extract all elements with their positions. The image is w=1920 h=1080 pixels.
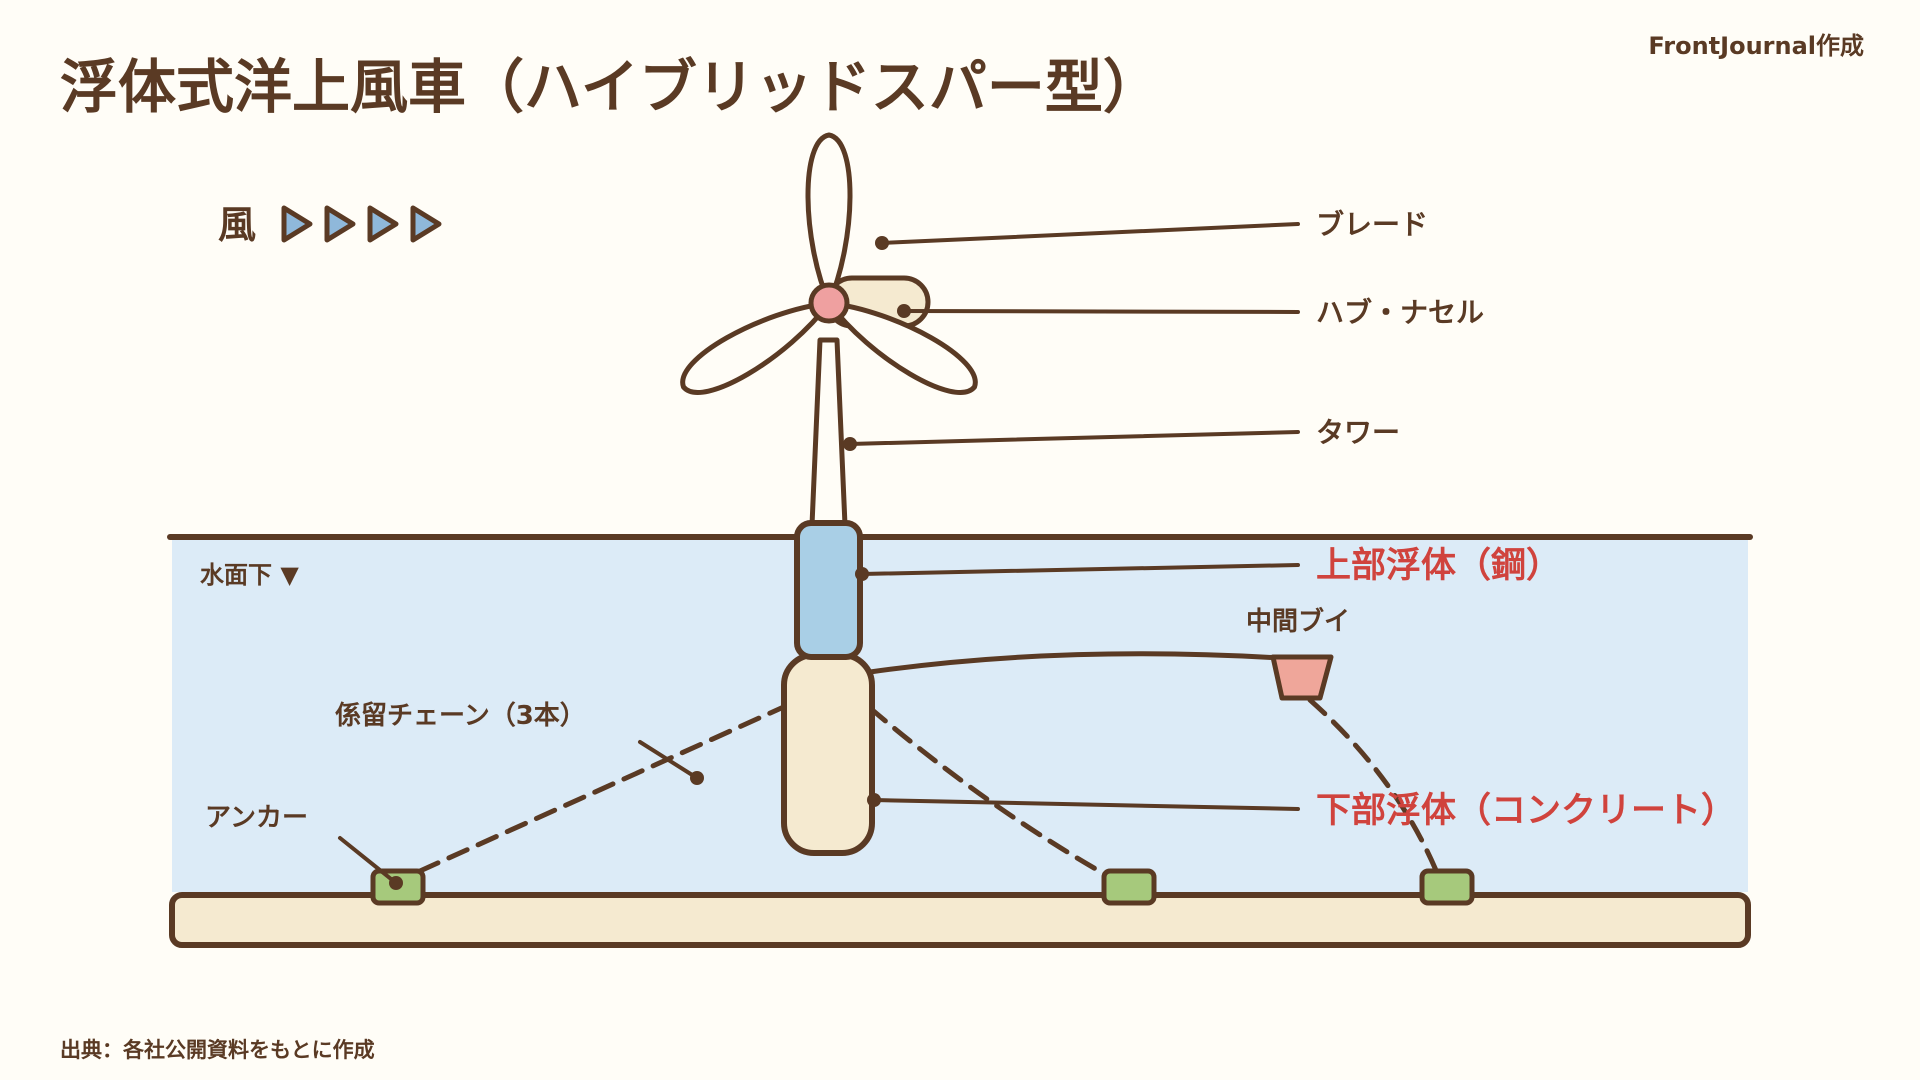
mid-buoy	[1270, 654, 1334, 701]
leader-dot-lower-float	[867, 793, 881, 807]
mooring-chain-center	[867, 705, 1118, 883]
play-triangle-icon	[324, 205, 356, 243]
label-mooring-chain: 係留チェーン（3本）	[335, 701, 586, 731]
seabed	[169, 892, 1751, 948]
leader-line-blade	[880, 222, 1300, 245]
label-water-surface: 水面下 ▼	[200, 561, 299, 589]
leader-line-hub-nacelle	[902, 309, 1300, 314]
play-triangle-icon	[281, 205, 313, 243]
label-hub-nacelle: ハブ・ナセル	[1316, 296, 1484, 329]
leader-dot-tower	[843, 437, 857, 451]
blade-upper	[805, 132, 853, 306]
leader-dot-hub-nacelle	[897, 304, 911, 318]
water-area	[172, 537, 1748, 892]
label-mid-buoy: 中間ブイ	[1246, 606, 1350, 637]
play-triangle-icon	[367, 205, 399, 243]
lower-float	[781, 652, 875, 856]
mooring-chain-right	[1307, 697, 1443, 883]
label-anchor: アンカー	[205, 803, 308, 833]
label-upper-float: 上部浮体（鋼）	[1316, 546, 1561, 586]
upper-float	[794, 520, 863, 660]
leader-dot-anchor	[389, 876, 403, 890]
leader-line-anchor	[338, 836, 398, 885]
page-title: 浮体式洋上風車（ハイブリッドスパー型）	[60, 53, 1161, 121]
label-lower-float: 下部浮体（コンクリート）	[1316, 791, 1736, 831]
leader-line-upper-float	[860, 563, 1300, 576]
credit-label: FrontJournal作成	[1648, 32, 1864, 60]
leader-line-mooring-chain	[638, 740, 699, 780]
play-triangle-icon	[410, 205, 442, 243]
wind-label: 風	[218, 203, 256, 247]
hub	[808, 282, 850, 324]
blade-left	[680, 300, 832, 395]
label-tower: タワー	[1316, 416, 1400, 449]
leader-dot-blade	[875, 236, 889, 250]
tower	[809, 337, 848, 528]
blade-right	[826, 300, 978, 395]
anchor-block-right	[1419, 868, 1475, 906]
buoy-connection-line	[867, 651, 1283, 675]
leader-dot-upper-float	[855, 567, 869, 581]
anchor-block-center	[1101, 868, 1157, 906]
leader-line-tower	[848, 430, 1300, 446]
mooring-chain-left	[397, 702, 791, 883]
label-blade: ブレード	[1316, 208, 1428, 241]
leader-line-lower-float	[872, 798, 1300, 811]
source-footnote: 出典：各社公開資料をもとに作成	[60, 1038, 375, 1062]
leader-dot-mooring-chain	[690, 771, 704, 785]
